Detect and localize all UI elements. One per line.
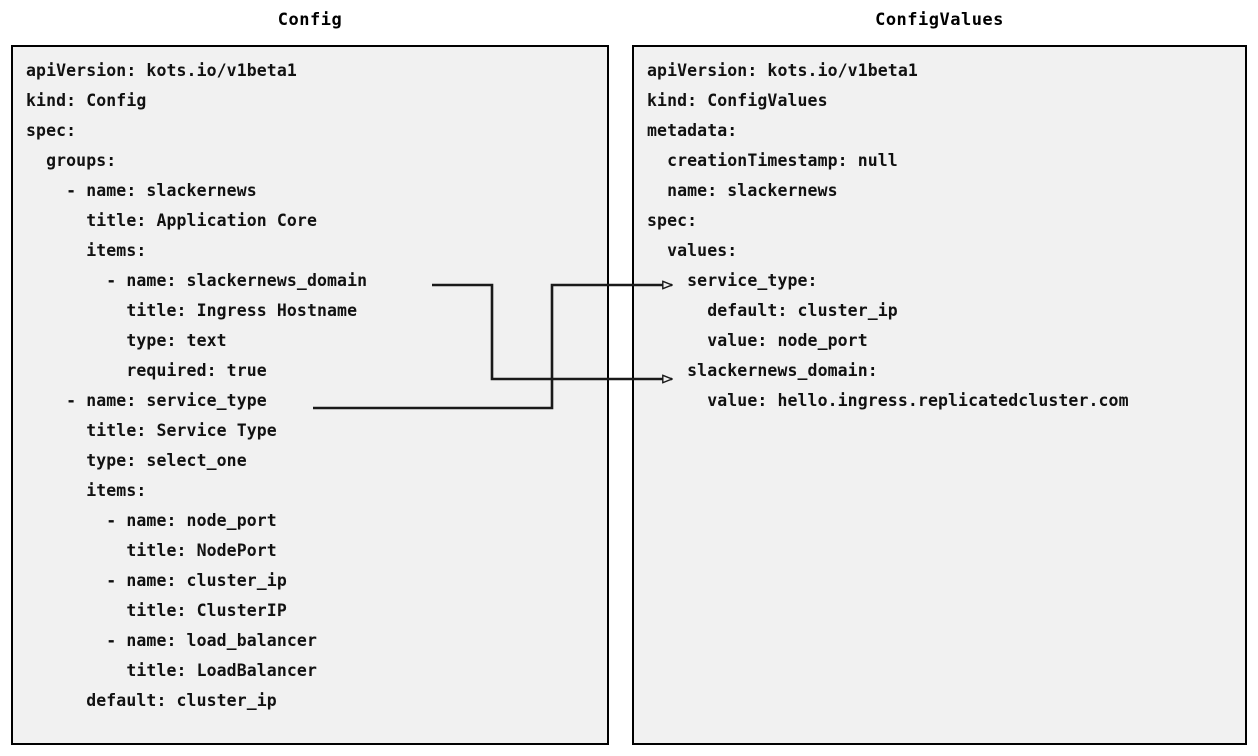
configvalues-yaml-line: name: slackernews <box>647 181 838 200</box>
config-yaml-line: groups: <box>26 151 117 170</box>
configvalues-yaml-line: slackernews_domain: <box>647 361 878 380</box>
configvalues-yaml-line: default: cluster_ip <box>647 301 898 320</box>
configvalues-yaml-body: apiVersion: kots.io/v1beta1 kind: ConfigV… <box>634 47 1245 416</box>
config-yaml-line: kind: Config <box>26 91 147 110</box>
config-yaml-line: title: ClusterIP <box>26 601 287 620</box>
config-yaml-line: required: true <box>26 361 267 380</box>
configvalues-yaml-line: service_type: <box>647 271 818 290</box>
configvalues-yaml-line: values: <box>647 241 738 260</box>
config-yaml-line: - name: slackernews <box>26 181 257 200</box>
config-yaml-line: items: <box>26 481 147 500</box>
configvalues-yaml-line: creationTimestamp: null <box>647 151 898 170</box>
configvalues-yaml-line: kind: ConfigValues <box>647 91 828 110</box>
config-yaml-line: - name: load_balancer <box>26 631 317 650</box>
config-yaml-line: title: Application Core <box>26 211 317 230</box>
config-yaml-line: title: LoadBalancer <box>26 661 317 680</box>
config-panel-title: Config <box>277 10 343 30</box>
config-yaml-line: - name: service_type <box>26 391 267 410</box>
configvalues-yaml-line: value: hello.ingress.replicatedcluster.c… <box>647 391 1129 410</box>
config-yaml-panel: apiVersion: kots.io/v1beta1 kind: Config s… <box>11 45 609 745</box>
config-yaml-line: - name: slackernews_domain <box>26 271 368 290</box>
configvalues-yaml-line: value: node_port <box>647 331 868 350</box>
config-yaml-line: title: Ingress Hostname <box>26 301 358 320</box>
config-yaml-line: - name: cluster_ip <box>26 571 287 590</box>
configvalues-yaml-panel: apiVersion: kots.io/v1beta1 kind: ConfigV… <box>632 45 1247 745</box>
config-yaml-line: items: <box>26 241 147 260</box>
config-yaml-line: spec: <box>26 121 77 140</box>
configvalues-yaml-line: spec: <box>647 211 698 230</box>
config-yaml-line: type: select_one <box>26 451 247 470</box>
configvalues-panel-title: ConfigValues <box>875 10 1004 30</box>
config-yaml-line: title: Service Type <box>26 421 277 440</box>
config-yaml-line: type: text <box>26 331 227 350</box>
config-yaml-line: apiVersion: kots.io/v1beta1 <box>26 61 297 80</box>
config-yaml-line: default: cluster_ip <box>26 691 277 710</box>
configvalues-yaml-line: apiVersion: kots.io/v1beta1 <box>647 61 918 80</box>
config-yaml-body: apiVersion: kots.io/v1beta1 kind: Config s… <box>13 47 607 716</box>
configvalues-yaml-line: metadata: <box>647 121 738 140</box>
config-yaml-line: - name: node_port <box>26 511 277 530</box>
config-yaml-line: title: NodePort <box>26 541 277 560</box>
